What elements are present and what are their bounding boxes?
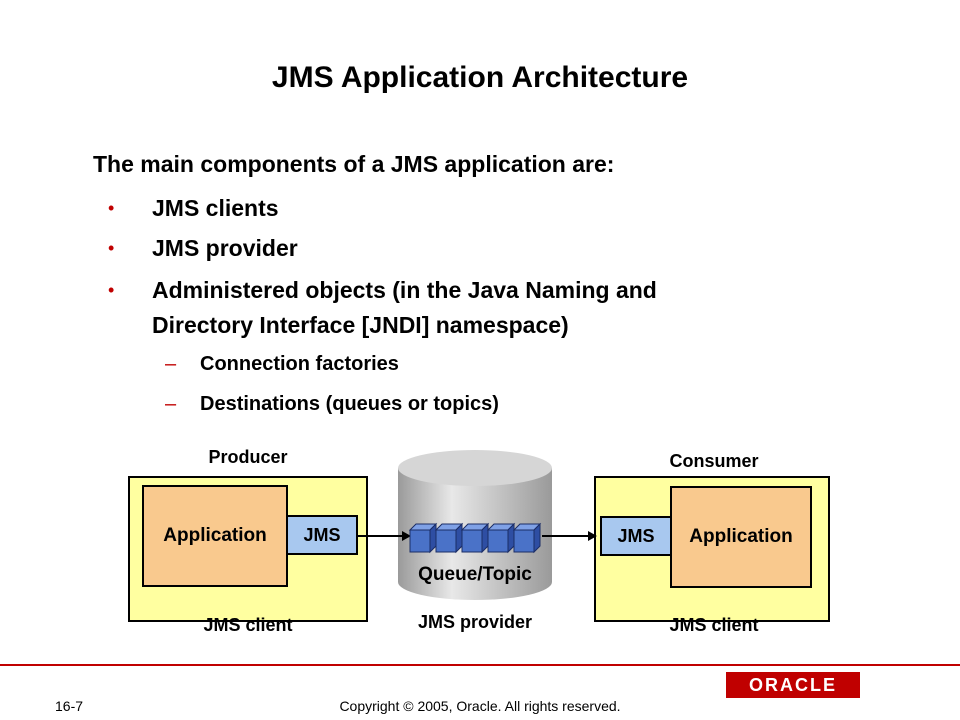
consumer-heading: Consumer xyxy=(669,451,759,471)
arrow-to-consumer xyxy=(542,531,597,541)
bullet-marker: • xyxy=(108,280,115,300)
producer-footer-label: JMS client xyxy=(203,615,293,635)
producer-heading: Producer xyxy=(208,447,288,467)
consumer-jms-label: JMS xyxy=(617,525,655,546)
intro-text: The main components of a JMS application… xyxy=(93,151,615,177)
queue-topic-label: Queue/Topic xyxy=(418,564,532,585)
arrow-to-provider xyxy=(358,531,411,541)
bullet-jms-clients: JMS clients xyxy=(152,195,279,221)
producer-application-box: Application xyxy=(142,485,288,587)
consumer-jms-box: JMS xyxy=(600,516,672,556)
slide-title: JMS Application Architecture xyxy=(271,61,689,94)
sub-bullet-destinations: Destinations (queues or topics) xyxy=(200,393,499,415)
oracle-logo: ORACLE xyxy=(726,672,860,698)
provider-diagram: Queue/Topic xyxy=(358,450,597,600)
producer-jms-label: JMS xyxy=(303,524,341,545)
footer-divider xyxy=(0,664,960,666)
bullet-jms-provider: JMS provider xyxy=(152,235,298,261)
consumer-application-label: Application xyxy=(689,526,793,547)
bullet-administered-objects: Administered objects (in the Java Naming… xyxy=(152,277,657,303)
bullet-administered-objects-line2: Directory Interface [JNDI] namespace) xyxy=(152,312,569,338)
dash-marker: – xyxy=(165,353,177,375)
dash-marker: – xyxy=(165,393,177,415)
bullet-marker: • xyxy=(108,238,115,258)
page-number: 16-7 xyxy=(55,698,84,714)
producer-application-label: Application xyxy=(163,525,267,546)
producer-jms-box: JMS xyxy=(286,515,358,555)
consumer-application-box: Application xyxy=(670,486,812,588)
sub-bullet-connection-factories: Connection factories xyxy=(200,353,399,375)
provider-footer-label: JMS provider xyxy=(417,612,533,632)
bullet-marker: • xyxy=(108,198,115,218)
message-cubes-icon xyxy=(408,522,542,554)
copyright-text: Copyright © 2005, Oracle. All rights res… xyxy=(339,698,621,714)
oracle-logo-text: ORACLE xyxy=(749,674,837,695)
consumer-footer-label: JMS client xyxy=(669,615,759,635)
